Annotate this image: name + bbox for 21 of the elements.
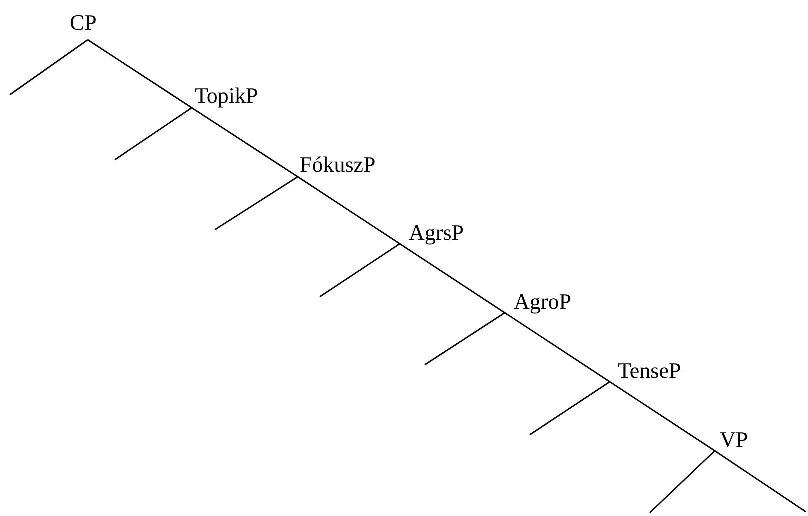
- phrase-label: AgrsP: [409, 221, 464, 245]
- tree-branch: [504, 312, 610, 383]
- tree-branch: [214, 176, 298, 231]
- tree-branch: [88, 39, 192, 109]
- tree-branch: [714, 450, 806, 513]
- tree-branch: [530, 381, 610, 436]
- tree-branch: [298, 176, 400, 245]
- tree-branch: [400, 243, 506, 314]
- tree-branch: [424, 312, 506, 366]
- phrase-label: CP: [70, 11, 97, 35]
- phrase-label: AgroP: [514, 290, 572, 314]
- phrase-label: FókuszP: [300, 153, 376, 177]
- tree-branch: [114, 107, 192, 161]
- tree-branch: [610, 381, 716, 452]
- tree-branch: [650, 450, 716, 514]
- phrase-label: TenseP: [618, 359, 682, 383]
- phrase-label: VP: [720, 428, 748, 452]
- phrase-label: TopikP: [195, 84, 258, 108]
- tree-branch: [320, 243, 400, 298]
- tree-branch: [10, 39, 88, 96]
- tree-branch: [192, 107, 298, 178]
